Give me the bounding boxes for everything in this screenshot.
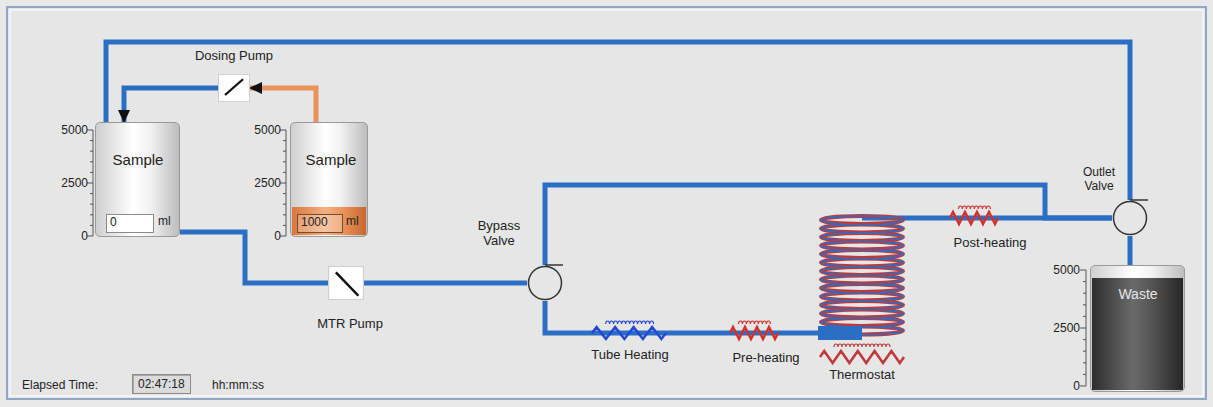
numeric-display: 0: [106, 214, 154, 233]
pipe: [545, 301, 590, 333]
panel-inner-frame: [10, 10, 1203, 396]
pipe: [906, 216, 948, 221]
pre-heater: Pre-heating: [728, 320, 780, 342]
scale-value: 2500: [254, 176, 281, 190]
pipe: [364, 281, 527, 286]
status-label: hh:mm:ss: [212, 378, 264, 392]
pipe: [1128, 236, 1133, 265]
scale-value: 2500: [1053, 321, 1080, 335]
mtr-pump: MTR Pump: [328, 266, 364, 300]
tube-heater: Tube Heating: [590, 320, 668, 342]
node-label: Bypass Valve: [471, 219, 527, 249]
pipe: [780, 331, 818, 336]
pipe: [180, 232, 328, 283]
bypass-valve: Bypass Valve: [527, 265, 563, 301]
node-label: Pre-heating: [732, 351, 799, 366]
node-label: Post-heating: [954, 236, 1027, 251]
numeric-display: 1000: [297, 214, 343, 233]
waste-tank: Waste: [1090, 265, 1185, 392]
node-label: Thermostat: [829, 368, 895, 383]
pipe: [250, 88, 316, 122]
node-label: ml: [346, 215, 359, 229]
node-label: Waste: [1118, 286, 1157, 302]
pipe: [106, 42, 1130, 200]
scale-value: 2500: [61, 176, 88, 190]
outlet-valve: Outlet Valve: [1112, 200, 1148, 236]
sample-tank: Sample 0 ml: [95, 122, 180, 237]
pipe: [545, 185, 1112, 265]
status-label: Elapsed Time:: [22, 378, 98, 392]
pipe: [668, 331, 728, 336]
node-label: Outlet Valve: [1078, 166, 1120, 194]
scale-value: 5000: [61, 123, 88, 137]
scale-value: 5000: [1053, 263, 1080, 277]
post-heater: Post-heating: [948, 205, 1000, 227]
thermostat-coil: Thermostat: [818, 208, 906, 364]
scale-value: 5000: [254, 123, 281, 137]
scale-value: 0: [1073, 379, 1080, 393]
sample-tank: Sample 1000ml: [290, 122, 368, 237]
time-display: 02:47:18: [132, 374, 191, 394]
node-label: Sample: [306, 151, 357, 168]
dosing-pump: Dosing Pump: [218, 74, 250, 102]
node-label: Tube Heating: [591, 348, 669, 363]
scale-value: 0: [81, 229, 88, 243]
panel-frame: [7, 7, 1206, 399]
node-label: ml: [158, 215, 171, 229]
scale-value: 0: [274, 229, 281, 243]
node-label: Sample: [113, 151, 164, 168]
node-label: Dosing Pump: [195, 49, 273, 64]
node-label: MTR Pump: [317, 317, 383, 332]
tank-scales: [87, 130, 1086, 386]
pipe: [124, 88, 218, 122]
